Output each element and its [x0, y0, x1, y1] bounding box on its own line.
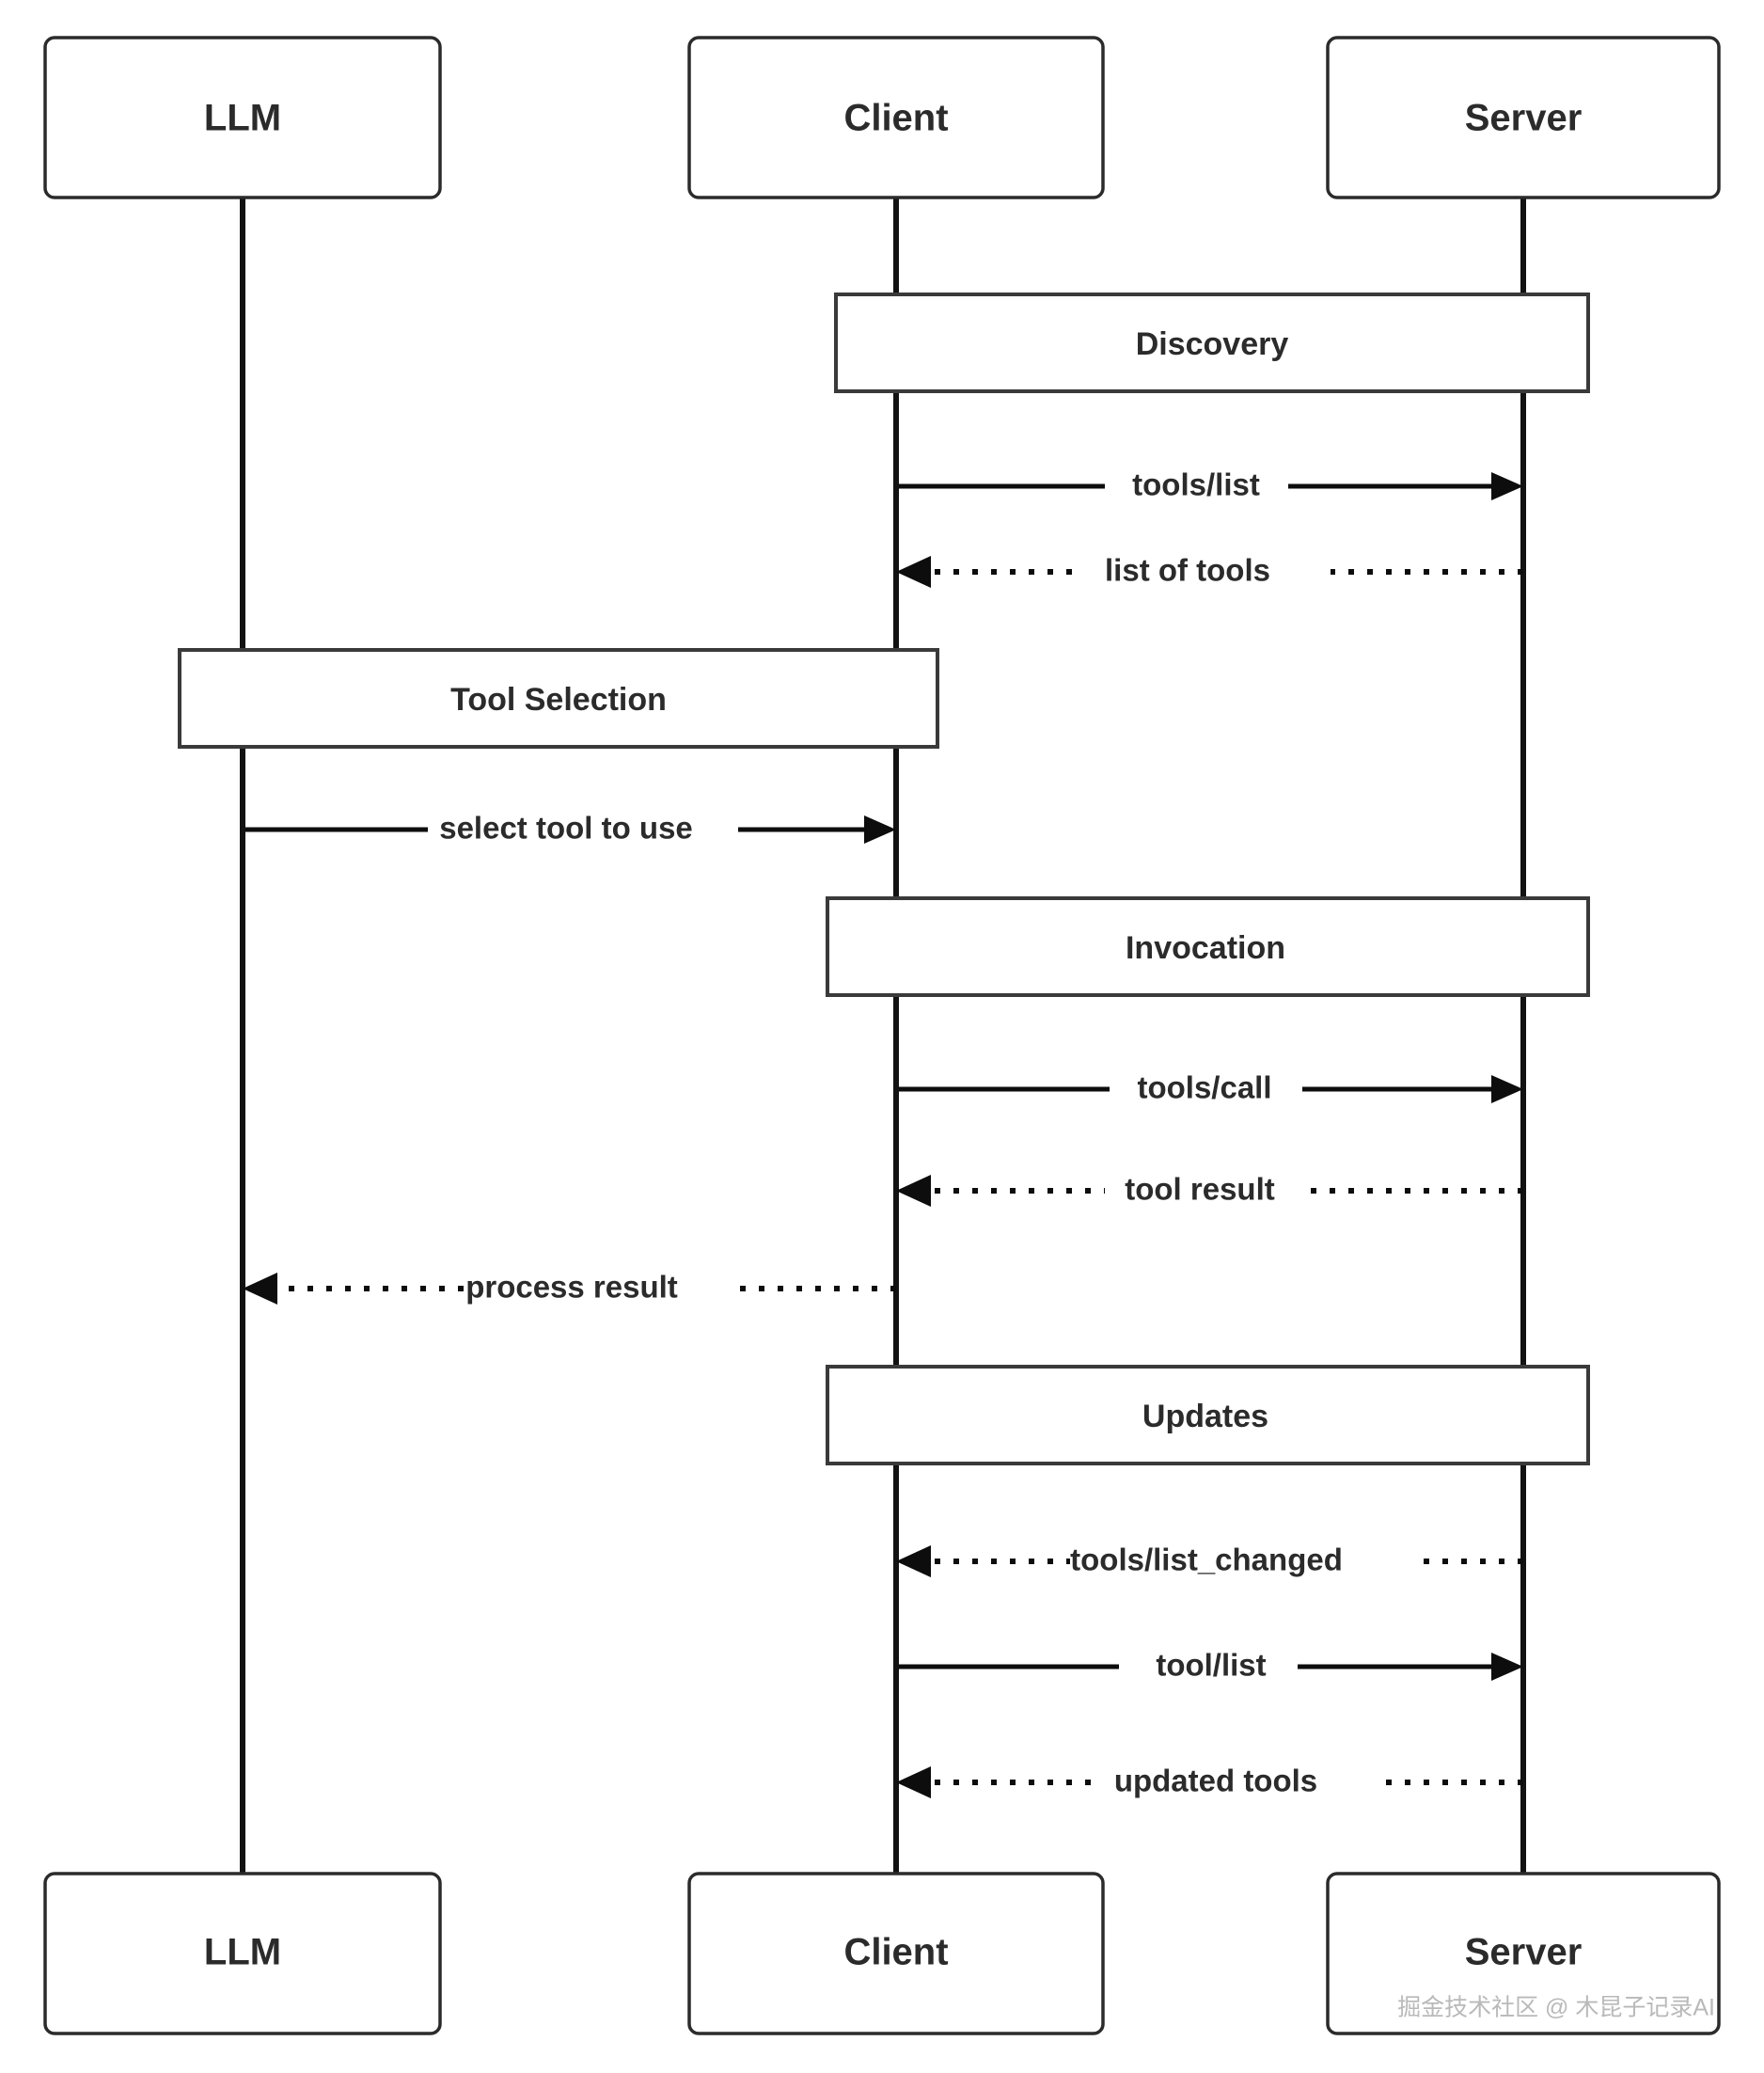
message-label-list-of-tools: list of tools	[1105, 553, 1270, 588]
arrowhead-left-list-of-tools	[896, 556, 931, 588]
arrowhead-right-tool-list	[1491, 1653, 1523, 1681]
participant-label-llm: LLM	[204, 98, 281, 139]
message-process-result: process result	[243, 1267, 896, 1310]
participant-header-server[interactable]: Server	[1326, 36, 1721, 199]
participant-label-client-bottom: Client	[843, 1932, 948, 1973]
phase-block-updates[interactable]: Updates	[826, 1365, 1590, 1465]
message-updated-tools: updated tools	[896, 1761, 1523, 1804]
phase-label-updates: Updates	[1142, 1399, 1268, 1434]
message-label-bg-updated-tools	[1100, 1761, 1382, 1804]
participant-box-llm-bottom[interactable]	[43, 1872, 442, 2035]
message-tool-list: tool/list	[899, 1645, 1523, 1688]
phase-rect-updates[interactable]	[826, 1365, 1590, 1465]
message-label-tools-list-changed: tools/list_changed	[1070, 1543, 1343, 1577]
message-tools-list: tools/list	[899, 465, 1523, 508]
participant-footer-llm[interactable]: LLM	[43, 1872, 442, 2035]
message-label-bg-process-result	[465, 1267, 733, 1310]
message-tools-list-changed: tools/list_changed	[896, 1540, 1523, 1583]
participant-box-server[interactable]	[1326, 36, 1721, 199]
phase-rect-invocation[interactable]	[826, 896, 1590, 997]
phase-rect-discovery[interactable]	[834, 293, 1590, 393]
arrowhead-right-tools-call	[1491, 1075, 1523, 1103]
participant-box-server-bottom[interactable]	[1326, 1872, 1721, 2035]
message-label-bg-tools-list	[1105, 465, 1288, 508]
participant-header-client[interactable]: Client	[687, 36, 1105, 199]
message-label-bg-tool-list	[1119, 1645, 1298, 1688]
phase-label-discovery: Discovery	[1136, 326, 1289, 362]
participant-label-server: Server	[1465, 98, 1583, 139]
message-label-bg-tools-call	[1110, 1068, 1302, 1111]
arrowhead-left-tools-list-changed	[896, 1545, 931, 1577]
arrowhead-right-select-tool-to-use	[864, 815, 896, 844]
message-label-tools-call: tools/call	[1137, 1070, 1271, 1105]
message-tools-call: tools/call	[899, 1068, 1523, 1111]
message-tool-result: tool result	[896, 1169, 1523, 1212]
participant-box-llm[interactable]	[43, 36, 442, 199]
arrowhead-left-updated-tools	[896, 1766, 931, 1798]
participant-footer-client[interactable]: Client	[687, 1872, 1105, 2035]
participant-label-client: Client	[843, 98, 948, 139]
message-list-of-tools: list of tools	[896, 550, 1523, 593]
participant-header-llm[interactable]: LLM	[43, 36, 442, 199]
message-label-bg-list-of-tools	[1081, 550, 1331, 593]
message-label-tools-list: tools/list	[1132, 467, 1260, 502]
participant-label-llm-bottom: LLM	[204, 1932, 281, 1973]
message-label-bg-tools-list-changed	[1070, 1540, 1418, 1583]
phase-rect-tool-selection[interactable]	[178, 648, 939, 749]
arrowhead-left-tool-result	[896, 1175, 931, 1207]
phase-block-discovery[interactable]: Discovery	[834, 293, 1590, 393]
phase-block-tool-selection[interactable]: Tool Selection	[178, 648, 939, 749]
message-label-tool-list: tool/list	[1156, 1648, 1266, 1683]
message-select-tool-to-use: select tool to use	[245, 808, 896, 851]
watermark-label: 掘金技术社区 @ 木昆子记录AI	[1397, 1995, 1715, 2021]
arrowhead-left-process-result	[243, 1273, 277, 1305]
phase-label-tool-selection: Tool Selection	[450, 682, 667, 718]
phase-label-invocation: Invocation	[1126, 930, 1285, 966]
participant-box-client[interactable]	[687, 36, 1105, 199]
participant-footer-server[interactable]: Server	[1326, 1872, 1721, 2035]
message-label-select-tool-to-use: select tool to use	[439, 811, 693, 846]
message-label-bg-tool-result	[1105, 1169, 1307, 1212]
message-label-bg-select-tool-to-use	[428, 808, 738, 851]
lifelines-group	[240, 198, 1526, 1874]
message-label-updated-tools: updated tools	[1114, 1764, 1317, 1798]
participant-label-server-bottom: Server	[1465, 1932, 1583, 1973]
arrowhead-right-tools-list	[1491, 472, 1523, 500]
participant-box-client-bottom[interactable]	[687, 1872, 1105, 2035]
message-label-tool-result: tool result	[1125, 1172, 1275, 1207]
phase-block-invocation[interactable]: Invocation	[826, 896, 1590, 997]
message-label-process-result: process result	[465, 1270, 678, 1305]
